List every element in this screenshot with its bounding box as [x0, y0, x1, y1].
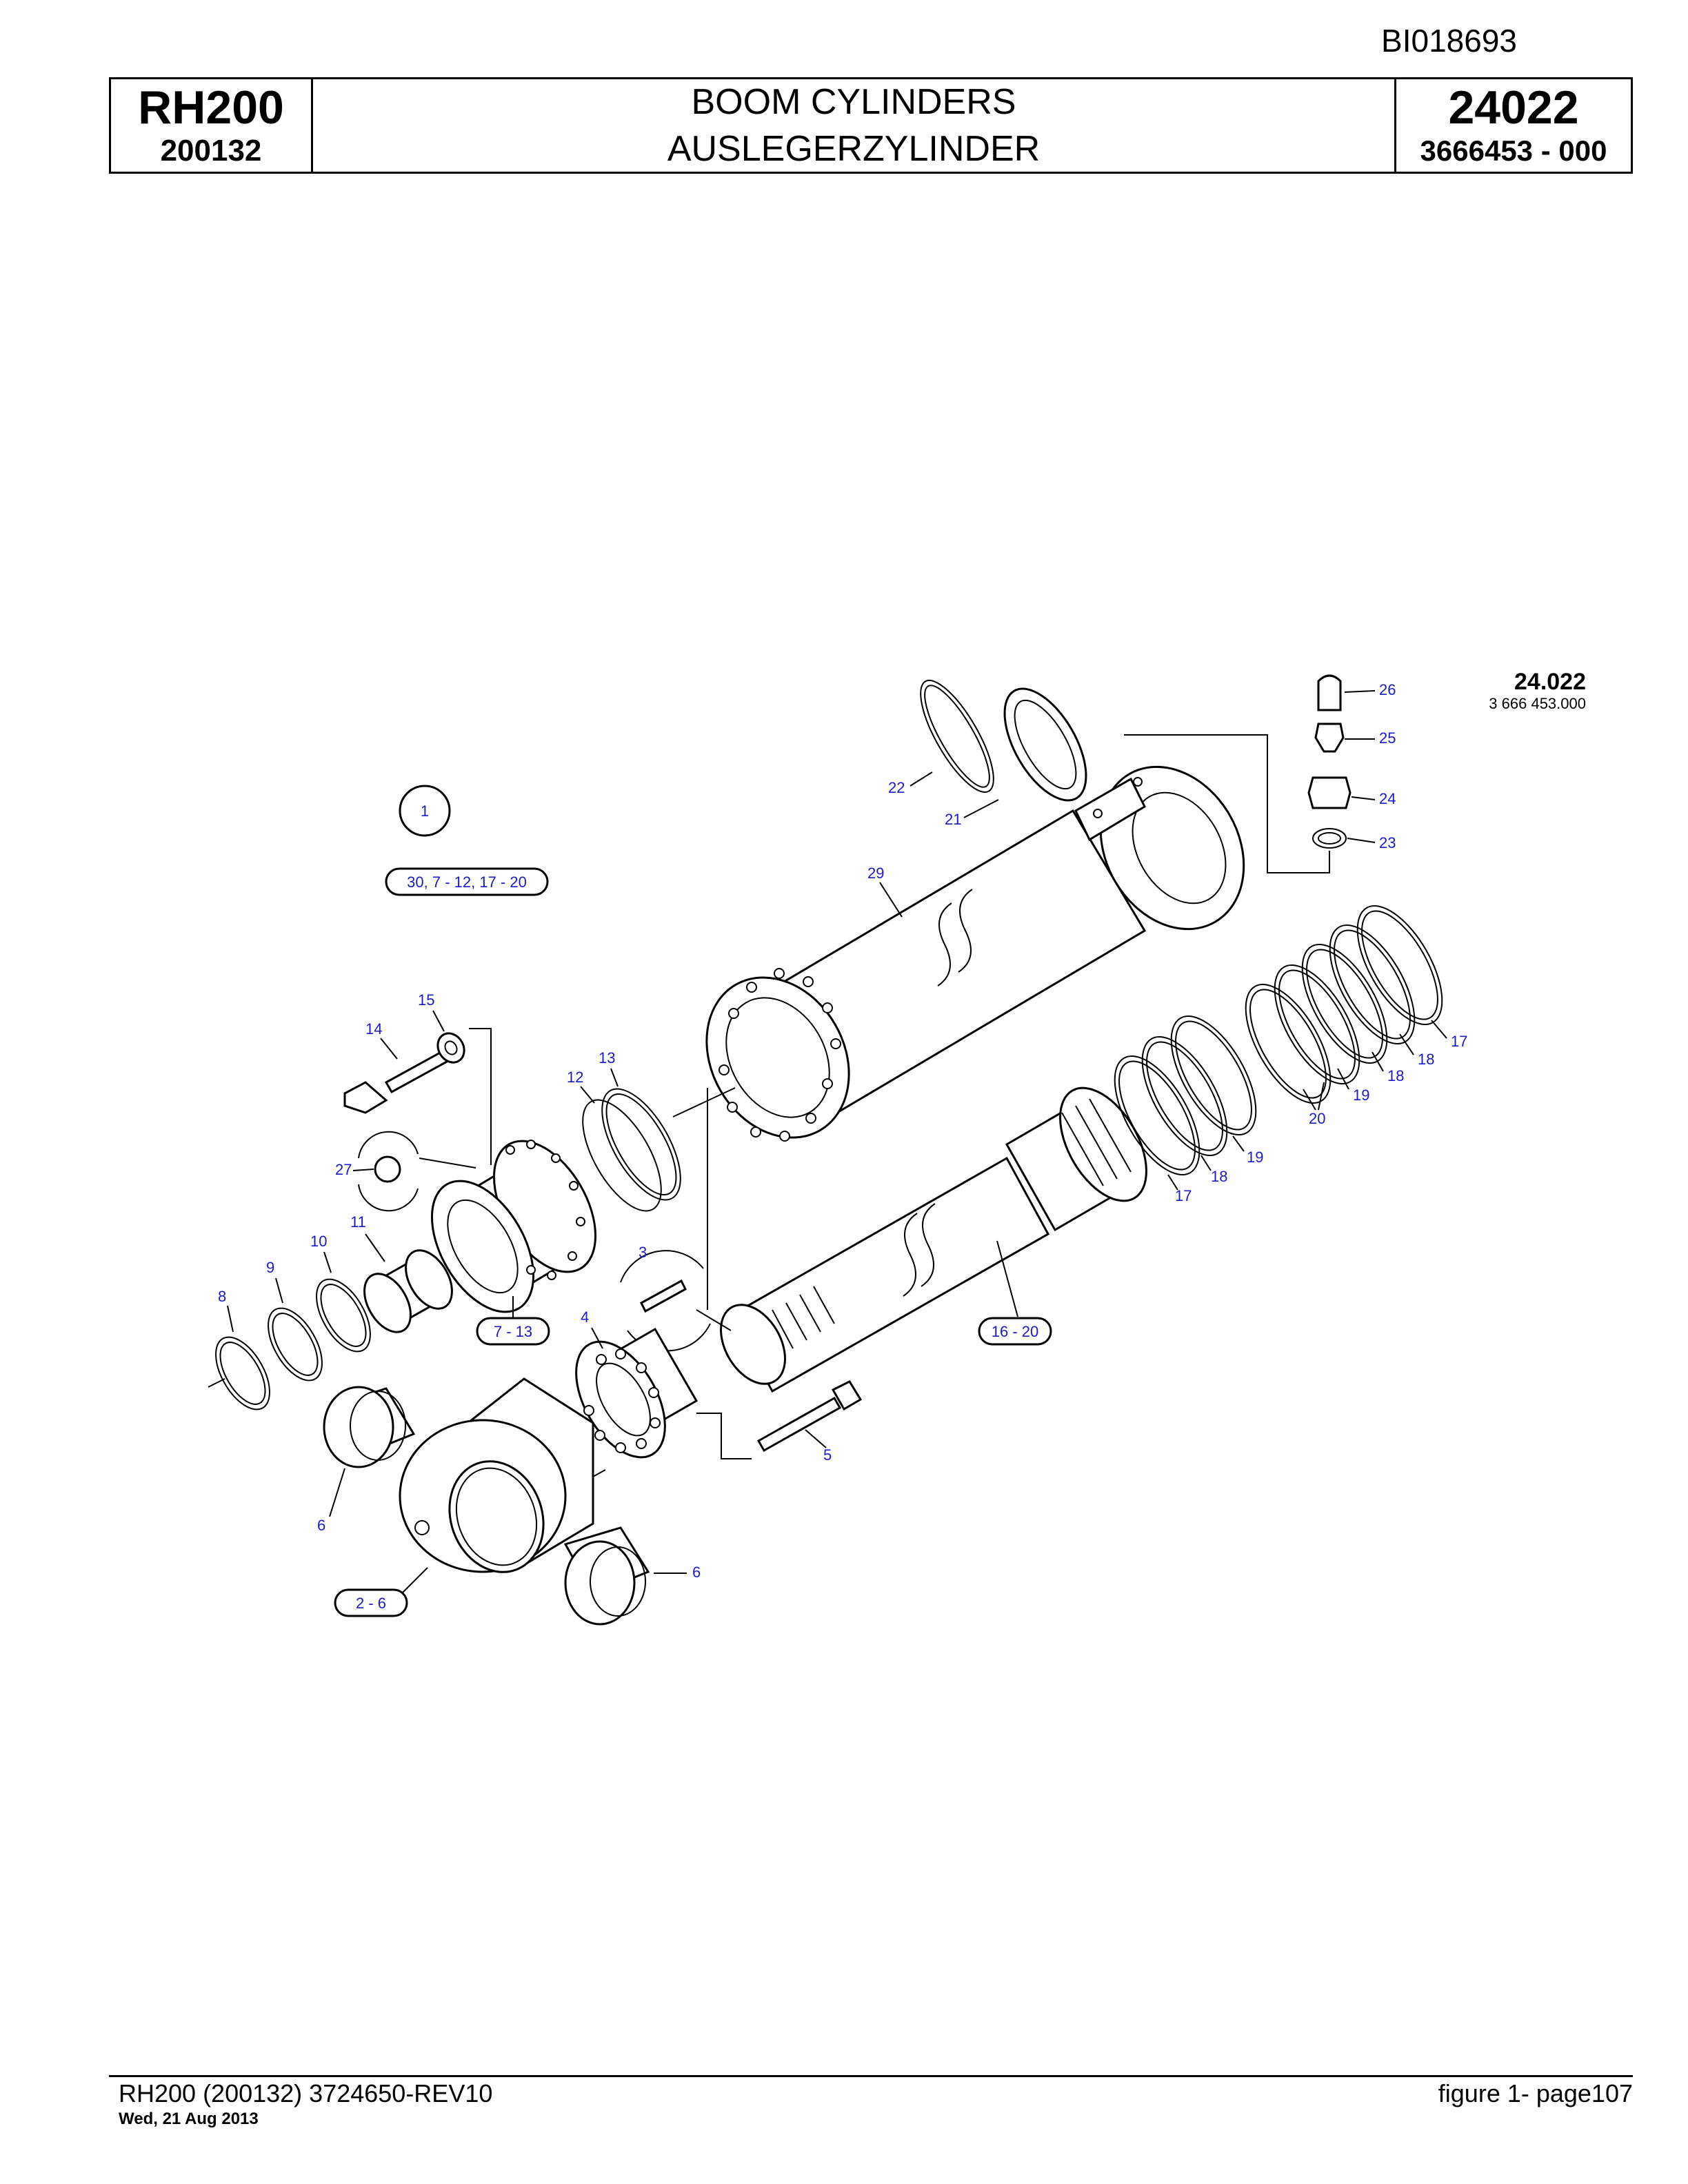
- callout-11: 11: [350, 1213, 366, 1231]
- bushing-6-lower: [563, 1526, 650, 1626]
- group-number: 24022: [1448, 81, 1579, 134]
- bushing-21: [1003, 687, 1087, 802]
- group-pill-3: [978, 1317, 1052, 1346]
- footer-page-ref: figure 1- page107: [1438, 2079, 1633, 2107]
- serial-number: 200132: [160, 134, 262, 168]
- footer-date: Wed, 21 Aug 2013: [119, 2110, 259, 2128]
- group-label-3: 16 - 20: [992, 1323, 1039, 1340]
- pin-3: [620, 1250, 711, 1352]
- callout-12: 12: [567, 1069, 583, 1086]
- seal-stack-upper: [1245, 905, 1443, 1104]
- footer-doc-ref: RH200 (200132) 3724650-REV10: [119, 2079, 493, 2107]
- group-label-2: 7 - 13: [494, 1323, 532, 1340]
- part-number: 3666453 - 000: [1420, 134, 1607, 167]
- cylinder-head: [430, 1140, 597, 1313]
- piston-rod: [720, 1086, 1147, 1393]
- callout-6-upper: 6: [317, 1517, 325, 1534]
- callout-13: 13: [599, 1049, 615, 1066]
- model-cell: RH200 200132: [111, 79, 313, 172]
- callout-20: 20: [1309, 1110, 1325, 1127]
- snap-ring-22: [920, 679, 994, 793]
- callout-26: 26: [1379, 681, 1396, 698]
- callout-18-upper-b: 18: [1387, 1067, 1404, 1084]
- callout-circle-1: [399, 785, 451, 837]
- group-pill-1: [385, 867, 549, 896]
- callout-8: 8: [218, 1288, 226, 1305]
- callout-18-upper: 18: [1418, 1051, 1434, 1068]
- callout-15: 15: [418, 991, 434, 1009]
- bushing-6-upper: [323, 1386, 416, 1468]
- callout-25: 25: [1379, 729, 1396, 747]
- callout-24: 24: [1379, 790, 1396, 807]
- group-label-1: 30, 7 - 12, 17 - 20: [407, 873, 527, 891]
- rod-seals-8-10: [215, 1278, 371, 1410]
- callout-27: 27: [335, 1161, 352, 1178]
- title-english: BOOM CYLINDERS: [691, 82, 1016, 122]
- callout-18-lower: 18: [1211, 1168, 1227, 1185]
- bushing-11: [363, 1249, 453, 1333]
- callout-19-lower: 19: [1247, 1149, 1263, 1166]
- model-name: RH200: [138, 81, 284, 134]
- callout-5: 5: [823, 1446, 832, 1464]
- callout-29: 29: [867, 865, 884, 882]
- figure-part-label: 3 666 453.000: [1489, 695, 1586, 712]
- title-block: RH200 200132 BOOM CYLINDERS AUSLEGERZYLI…: [109, 77, 1633, 174]
- callout-17-upper: 17: [1451, 1033, 1467, 1050]
- callout-1: 1: [421, 802, 429, 820]
- title-cell: BOOM CYLINDERS AUSLEGERZYLINDER: [313, 79, 1396, 172]
- callout-19-upper: 19: [1353, 1086, 1369, 1104]
- footer-rule: [109, 2075, 1633, 2077]
- piston-nut-4: [575, 1327, 699, 1459]
- callout-3: 3: [639, 1244, 647, 1261]
- cylinder-tube: [705, 765, 1245, 1142]
- group-pill-4: [334, 1588, 408, 1617]
- callout-4: 4: [581, 1308, 589, 1326]
- callout-21: 21: [945, 811, 961, 828]
- callout-6-lower: 6: [692, 1564, 701, 1581]
- plug-27: [358, 1131, 419, 1212]
- callout-17-lower: 17: [1175, 1187, 1192, 1204]
- callout-10: 10: [310, 1233, 327, 1250]
- callout-22: 22: [888, 779, 905, 796]
- title-german: AUSLEGERZYLINDER: [667, 129, 1041, 169]
- document-id: BI018693: [1381, 23, 1517, 59]
- callout-9: 9: [266, 1259, 274, 1276]
- head-bolt-14: [343, 1032, 465, 1114]
- callout-23: 23: [1379, 834, 1396, 851]
- group-label-4: 2 - 6: [356, 1595, 386, 1612]
- figure-group-label: 24.022: [1514, 669, 1586, 695]
- seal-stack-lower: [1114, 1015, 1257, 1175]
- bolt-5: [756, 1380, 863, 1453]
- rod-eye-2: [399, 1377, 594, 1573]
- callout-14: 14: [365, 1020, 382, 1038]
- head-seals-12-13: [582, 1088, 681, 1212]
- group-cell: 24022 3666453 - 000: [1396, 79, 1631, 172]
- lube-fittings: [1307, 674, 1352, 849]
